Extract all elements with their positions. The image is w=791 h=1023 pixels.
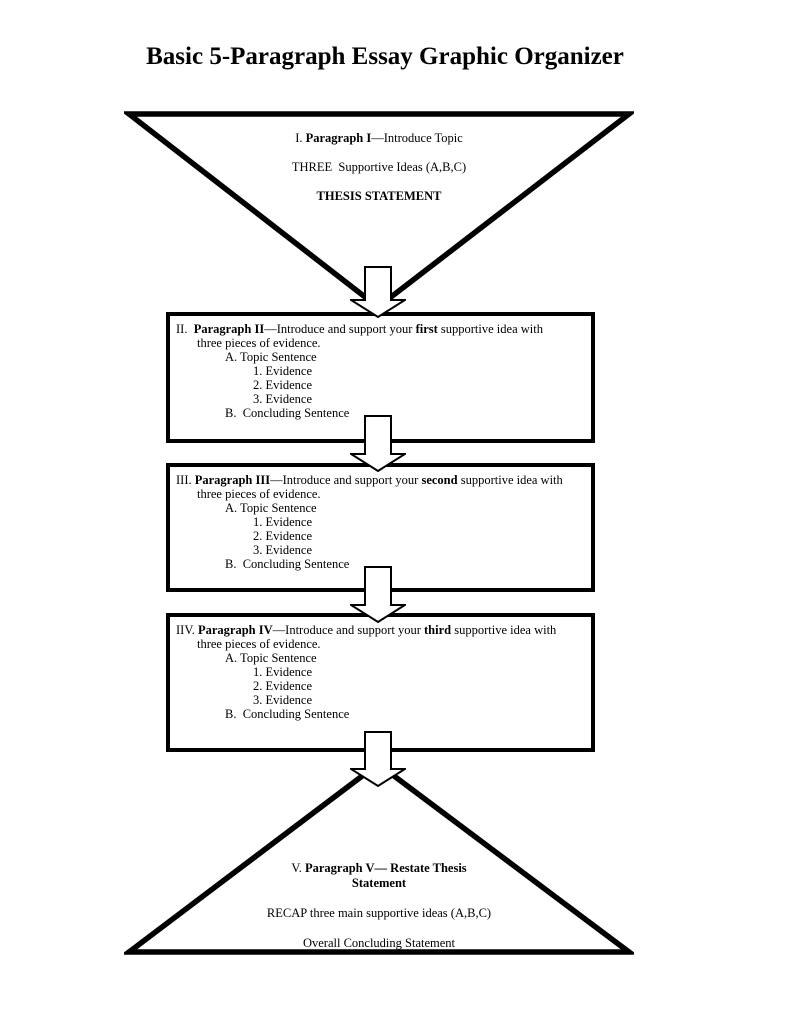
box-ordinal-bold: second — [421, 473, 458, 487]
paragraph-3-evidence-1: 1. Evidence — [253, 515, 313, 529]
box-numeral: III. — [176, 473, 195, 487]
paragraph-3-topic-sentence: A. Topic Sentence — [225, 501, 317, 515]
conclusion-overall-statement-line: Overall Concluding Statement — [302, 936, 456, 950]
intro-heading-rest: —Introduce Topic — [371, 131, 463, 145]
conclusion-triangle-shape — [124, 760, 634, 955]
intro-inverted-triangle-shape — [124, 111, 634, 311]
box-numeral: IIV. — [176, 623, 198, 637]
box-heading-tail: supportive idea with — [451, 623, 557, 637]
paragraph-4-evidence-3: 3. Evidence — [253, 693, 313, 707]
paragraph-3-concluding-sentence: B. Concluding Sentence — [225, 557, 350, 571]
conclusion-heading-line-1: V. Paragraph V— Restate Thesis — [124, 861, 634, 876]
conclusion-recap-line: RECAP three main supportive ideas (A,B,C… — [266, 906, 492, 920]
intro-heading-line: I. Paragraph I—Introduce Topic — [124, 131, 634, 146]
down-arrow-icon — [350, 266, 406, 318]
paragraph-3-wrap-line: three pieces of evidence. — [197, 487, 321, 501]
paragraph-4-concluding-sentence: B. Concluding Sentence — [225, 707, 350, 721]
paragraph-2-concluding-sentence: B. Concluding Sentence — [225, 406, 350, 420]
paragraph-4-evidence-2: 2. Evidence — [253, 679, 313, 693]
box-heading-tail: supportive idea with — [437, 322, 543, 336]
box-heading-mid: —Introduce and support your — [264, 322, 416, 336]
paragraph-2-heading: II. Paragraph II—Introduce and support y… — [176, 322, 587, 336]
paragraph-3-heading: III. Paragraph III—Introduce and support… — [176, 473, 587, 487]
paragraph-2-evidence-2: 2. Evidence — [253, 378, 313, 392]
conclusion-heading-bold: Paragraph V— Restate Thesis — [304, 861, 467, 875]
box-heading-bold: Paragraph IV — [198, 623, 273, 637]
paragraph-4-evidence-1: 1. Evidence — [253, 665, 313, 679]
box-ordinal-bold: third — [424, 623, 452, 637]
down-arrow-icon — [350, 731, 406, 787]
box-ordinal-bold: first — [415, 322, 438, 336]
box-heading-mid: —Introduce and support your — [270, 473, 422, 487]
box-heading-tail: supportive idea with — [457, 473, 563, 487]
paragraph-3-evidence-2: 2. Evidence — [253, 529, 313, 543]
paragraph-2-evidence-3: 3. Evidence — [253, 392, 313, 406]
intro-numeral: I. — [295, 131, 306, 145]
paragraph-2-evidence-1: 1. Evidence — [253, 364, 313, 378]
paragraph-4-heading: IIV. Paragraph IV—Introduce and support … — [176, 623, 587, 637]
paragraph-4-topic-sentence: A. Topic Sentence — [225, 651, 317, 665]
box-heading-bold: Paragraph II — [193, 322, 265, 336]
intro-thesis-statement-line: THESIS STATEMENT — [316, 189, 442, 203]
page-title: Basic 5-Paragraph Essay Graphic Organize… — [146, 43, 624, 70]
down-arrow-icon — [350, 566, 406, 623]
box-heading-mid: —Introduce and support your — [272, 623, 425, 637]
paragraph-2-topic-sentence: A. Topic Sentence — [225, 350, 317, 364]
box-numeral: II. — [176, 322, 194, 336]
conclusion-numeral: V. — [291, 861, 305, 875]
down-arrow-icon — [350, 415, 406, 472]
conclusion-heading-line-2: Statement — [351, 876, 407, 890]
paragraph-3-evidence-3: 3. Evidence — [253, 543, 313, 557]
paragraph-4-box: IIV. Paragraph IV—Introduce and support … — [166, 613, 595, 752]
paragraph-4-wrap-line: three pieces of evidence. — [197, 637, 321, 651]
paragraph-2-wrap-line: three pieces of evidence. — [197, 336, 321, 350]
box-heading-bold: Paragraph III — [194, 473, 271, 487]
intro-heading-bold: Paragraph I — [305, 131, 372, 145]
intro-supportive-ideas-line: THREE Supportive Ideas (A,B,C) — [291, 160, 467, 174]
